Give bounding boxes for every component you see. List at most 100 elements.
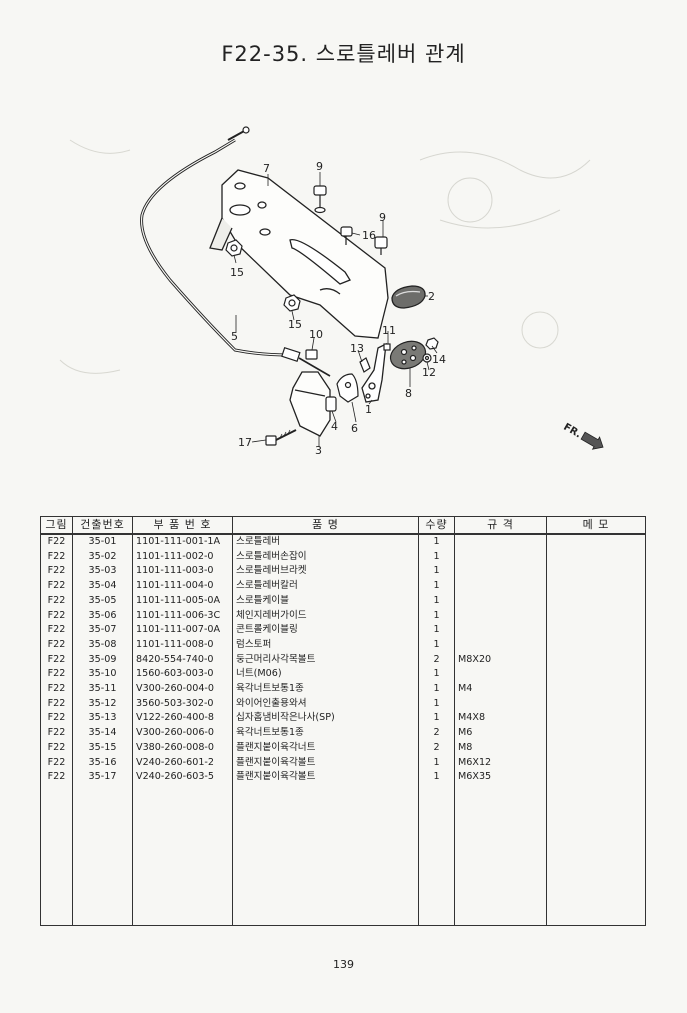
cell-fig: F22	[40, 579, 73, 594]
cell-spec	[454, 593, 547, 609]
nut-14	[425, 337, 439, 350]
cell-memo	[546, 740, 646, 756]
change-lever-guide	[289, 371, 331, 437]
arrow-icon	[580, 431, 604, 450]
cell-ref: 35-09	[72, 652, 133, 668]
cell-part-name: 플랜지붙이육각너트	[232, 740, 419, 756]
col-header-part-name: 품 명	[232, 516, 419, 535]
callout-15b: 15	[288, 318, 302, 331]
cell-part-number: V122-260-400-8	[132, 711, 233, 727]
nut-15-upper	[225, 239, 243, 257]
cell-ref: 35-14	[72, 726, 133, 741]
bolt-17	[265, 429, 297, 446]
cell-qty: 2	[418, 726, 455, 741]
cell-qty: 1	[418, 770, 455, 785]
cell-spec	[454, 534, 547, 550]
cell-part-number: V240-260-601-2	[132, 755, 233, 771]
cell-qty: 2	[418, 652, 455, 668]
callout-11: 11	[382, 324, 396, 337]
cell-spec: M8X20	[454, 652, 547, 668]
callout-17: 17	[238, 436, 252, 449]
callout-14: 14	[432, 353, 446, 366]
cell-part-number: 1101-111-005-0A	[132, 593, 233, 609]
cell-qty: 1	[418, 623, 455, 638]
cell-fig: F22	[40, 593, 73, 609]
cell-part-number: 1101-111-003-0	[132, 564, 233, 580]
cell-memo	[546, 696, 646, 712]
cell-fig: F22	[40, 623, 73, 638]
cell-ref: 35-10	[72, 667, 133, 683]
cell-memo	[546, 682, 646, 697]
cell-fig: F22	[40, 608, 73, 624]
cell-part-name: 럼스토퍼	[232, 637, 419, 653]
lever-collar	[325, 396, 337, 412]
cell-part-name: 십자홈냄비작은나사(SP)	[232, 711, 419, 727]
cell-spec	[454, 549, 547, 565]
front-direction-arrow: FR.	[561, 422, 604, 450]
nut-10	[305, 349, 318, 360]
cell-spec	[454, 623, 547, 638]
cell-part-name: 스로틀케이블	[232, 593, 419, 609]
cell-memo	[546, 711, 646, 727]
cell-part-name: 스로틀레버브라켓	[232, 564, 419, 580]
cell-ref: 35-17	[72, 770, 133, 785]
cell-spec	[454, 696, 547, 712]
nut-11	[383, 343, 391, 351]
cell-spec: M6X12	[454, 755, 547, 771]
callout-16: 16	[362, 229, 376, 242]
cell-memo	[546, 564, 646, 580]
cell-memo	[546, 608, 646, 624]
cell-part-name: 너트(M06)	[232, 667, 419, 683]
cell-part-name: 스로틀레버손잡이	[232, 549, 419, 565]
cell-qty: 1	[418, 755, 455, 771]
cell-memo	[546, 593, 646, 609]
cell-part-name: 스로틀레버	[232, 534, 419, 550]
cell-part-number: 1560-603-003-0	[132, 667, 233, 683]
cell-part-number: 8420-554-740-0	[132, 652, 233, 668]
cell-ref: 35-03	[72, 564, 133, 580]
nut-15-lower	[283, 294, 301, 312]
throttle-cable	[140, 126, 331, 377]
cell-spec	[454, 637, 547, 653]
cell-part-number: 1101-111-007-0A	[132, 623, 233, 638]
col-header-fig: 그림	[40, 516, 73, 535]
cell-qty: 1	[418, 667, 455, 683]
cell-qty: 1	[418, 579, 455, 594]
col-header-ref: 건출번호	[72, 516, 133, 535]
cell-fig: F22	[40, 696, 73, 712]
callout-8: 6	[351, 422, 358, 435]
cell-memo	[546, 726, 646, 741]
cell-ref: 35-01	[72, 534, 133, 550]
cell-fig: F22	[40, 534, 73, 550]
cell-ref: 35-06	[72, 608, 133, 624]
bolt-16	[340, 226, 353, 245]
fr-label: FR.	[561, 422, 583, 441]
cell-fig: F22	[40, 564, 73, 580]
cell-qty: 1	[418, 608, 455, 624]
cell-part-name: 스로틀레버칼러	[232, 579, 419, 594]
cell-fig: F22	[40, 740, 73, 756]
callout-13: 13	[350, 342, 364, 355]
cell-ref: 35-16	[72, 755, 133, 771]
diagram-svg: 7 9 9 16 15 15 2 5 10 11 13 14 12 8 1 6 …	[59, 126, 604, 457]
cell-spec: M4	[454, 682, 547, 697]
empty-cell	[546, 784, 646, 926]
callout-4: 4	[331, 420, 338, 433]
callout-9b: 9	[379, 211, 386, 224]
cell-spec	[454, 608, 547, 624]
lever-knob	[391, 285, 426, 309]
cell-qty: 1	[418, 564, 455, 580]
cell-ref: 35-11	[72, 682, 133, 697]
callout-12: 12	[422, 366, 436, 379]
cell-spec	[454, 579, 547, 594]
callout-5: 5	[231, 330, 238, 343]
